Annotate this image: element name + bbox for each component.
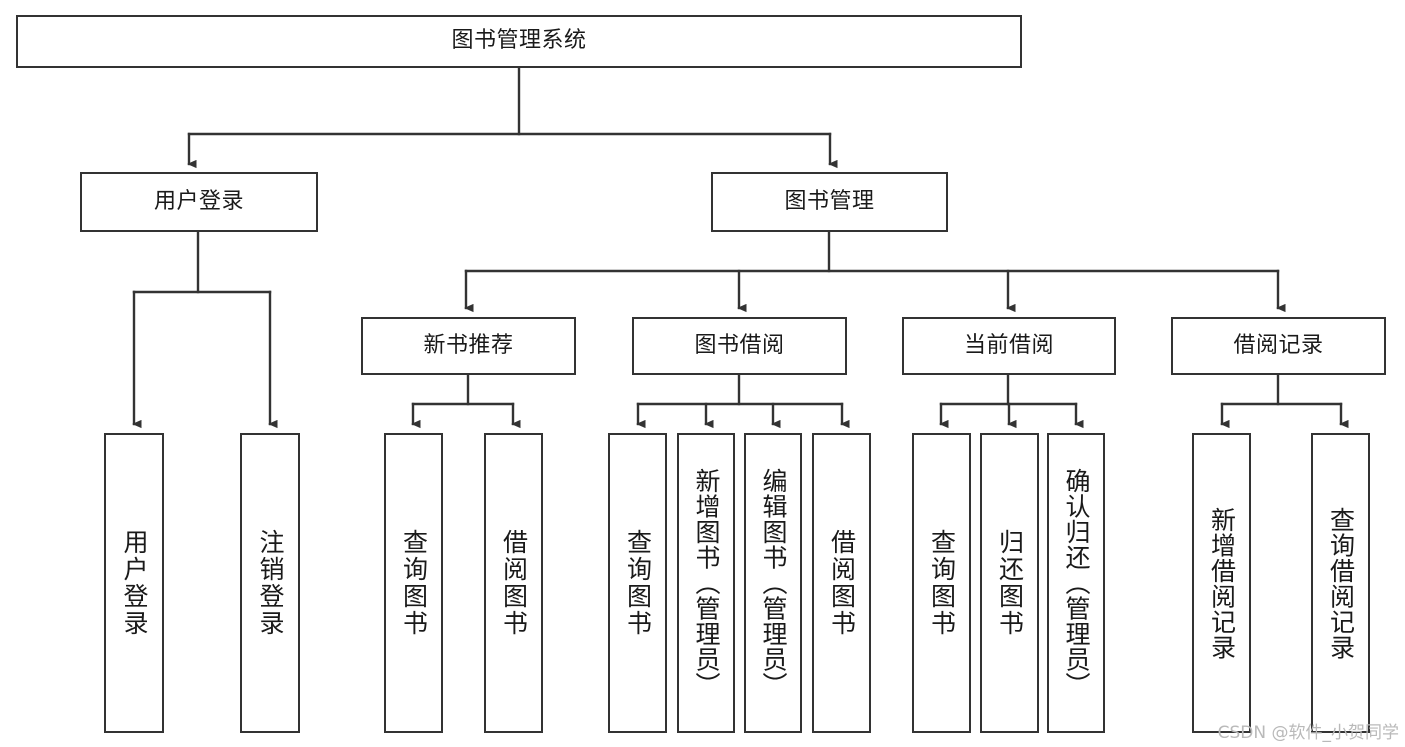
node-leaf-logout-label: 注销登录 bbox=[256, 529, 285, 637]
node-user-login[interactable]: 用户登录 bbox=[80, 172, 318, 232]
node-leaf-confirm-return[interactable]: 确认归还（管理员） bbox=[1047, 433, 1105, 733]
node-book-borrow[interactable]: 图书借阅 bbox=[632, 317, 847, 375]
node-leaf-borrow-book-2[interactable]: 借阅图书 bbox=[812, 433, 871, 733]
node-new-book-recommend-label: 新书推荐 bbox=[423, 332, 514, 358]
node-leaf-query-book-2-label: 查询图书 bbox=[623, 529, 653, 637]
node-user-login-label: 用户登录 bbox=[153, 188, 244, 214]
node-leaf-confirm-return-label: 确认归还（管理员） bbox=[1062, 468, 1091, 698]
node-root-label: 图书管理系统 bbox=[451, 28, 587, 54]
node-leaf-query-book-3-label: 查询图书 bbox=[927, 529, 957, 637]
node-leaf-query-book-1[interactable]: 查询图书 bbox=[384, 433, 443, 733]
node-book-borrow-label: 图书借阅 bbox=[694, 332, 785, 358]
node-leaf-user-login[interactable]: 用户登录 bbox=[104, 433, 164, 733]
node-leaf-edit-book-label: 编辑图书（管理员） bbox=[759, 468, 788, 698]
node-current-borrow-label: 当前借阅 bbox=[963, 332, 1054, 358]
node-leaf-add-record[interactable]: 新增借阅记录 bbox=[1192, 433, 1251, 733]
node-leaf-query-book-1-label: 查询图书 bbox=[399, 529, 429, 637]
node-leaf-borrow-book-1-label: 借阅图书 bbox=[499, 529, 529, 637]
node-leaf-add-record-label: 新增借阅记录 bbox=[1207, 506, 1237, 660]
node-borrow-record[interactable]: 借阅记录 bbox=[1171, 317, 1386, 375]
watermark-text: CSDN @软件_小贺同学 bbox=[1217, 723, 1399, 743]
node-borrow-record-label: 借阅记录 bbox=[1233, 332, 1324, 358]
node-leaf-add-book-label: 新增图书（管理员） bbox=[692, 468, 721, 698]
node-new-book-recommend[interactable]: 新书推荐 bbox=[361, 317, 576, 375]
node-leaf-return-book[interactable]: 归还图书 bbox=[980, 433, 1039, 733]
node-leaf-logout[interactable]: 注销登录 bbox=[240, 433, 300, 733]
node-book-management[interactable]: 图书管理 bbox=[711, 172, 948, 232]
node-leaf-query-record[interactable]: 查询借阅记录 bbox=[1311, 433, 1370, 733]
node-leaf-query-record-label: 查询借阅记录 bbox=[1326, 506, 1356, 660]
node-leaf-borrow-book-2-label: 借阅图书 bbox=[827, 529, 857, 637]
node-book-management-label: 图书管理 bbox=[784, 188, 875, 214]
node-current-borrow[interactable]: 当前借阅 bbox=[902, 317, 1116, 375]
node-leaf-query-book-3[interactable]: 查询图书 bbox=[912, 433, 971, 733]
node-leaf-user-login-label: 用户登录 bbox=[120, 529, 149, 637]
node-leaf-borrow-book-1[interactable]: 借阅图书 bbox=[484, 433, 543, 733]
node-leaf-add-book[interactable]: 新增图书（管理员） bbox=[677, 433, 735, 733]
node-leaf-return-book-label: 归还图书 bbox=[995, 529, 1025, 637]
node-leaf-query-book-2[interactable]: 查询图书 bbox=[608, 433, 667, 733]
node-leaf-edit-book[interactable]: 编辑图书（管理员） bbox=[744, 433, 802, 733]
node-root[interactable]: 图书管理系统 bbox=[16, 15, 1022, 68]
